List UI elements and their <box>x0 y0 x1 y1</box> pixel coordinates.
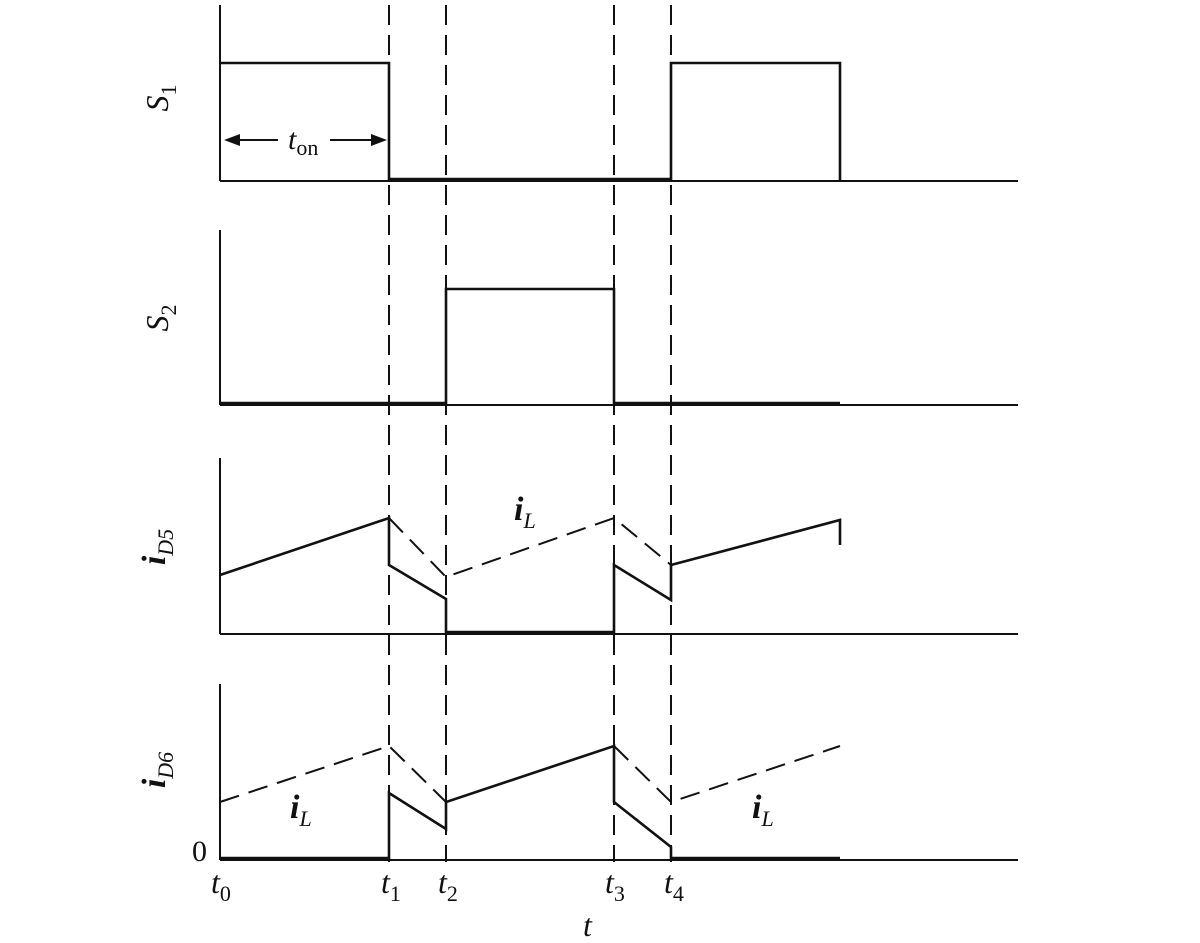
tick-t4: t4 <box>664 864 684 906</box>
il-label-id5: iL <box>514 491 536 533</box>
label-id6: iD6 <box>136 752 178 788</box>
waveform-id5 <box>219 516 842 634</box>
tick-t2: t2 <box>438 864 458 906</box>
axes-s2 <box>219 230 1018 406</box>
panel-s2: S2 <box>139 230 1018 406</box>
tick-t1: t1 <box>381 864 401 906</box>
tick-t0: t0 <box>211 864 231 906</box>
time-axis-title: t <box>583 907 593 943</box>
ton-annotation: ton <box>224 123 387 160</box>
panel-id5: iL iD5 <box>136 458 1018 635</box>
il-label-id6-left: iL <box>290 789 312 831</box>
axes-id5 <box>219 458 1018 635</box>
label-s2: S2 <box>139 305 181 332</box>
label-id5: iD5 <box>136 529 178 565</box>
axes-id6 <box>219 684 1018 861</box>
waveform-s1 <box>220 61 842 181</box>
tick-t3: t3 <box>605 864 625 906</box>
panel-id6: iL iL iD6 0 <box>136 684 1018 868</box>
time-axis-labels: t0 t1 t2 t3 t4 t <box>211 864 684 943</box>
waveform-id6 <box>220 744 840 860</box>
label-s1: S1 <box>139 85 181 112</box>
time-markers <box>388 5 672 862</box>
il-envelope-id6 <box>219 744 841 804</box>
il-envelope-id5 <box>388 516 672 579</box>
waveform-s2 <box>220 287 840 405</box>
zero-label: 0 <box>192 835 207 868</box>
il-label-id6-right: iL <box>752 789 774 831</box>
axes-s1 <box>219 5 1018 182</box>
panel-s1: ton S1 <box>139 5 1018 182</box>
ton-label: ton <box>288 123 318 160</box>
